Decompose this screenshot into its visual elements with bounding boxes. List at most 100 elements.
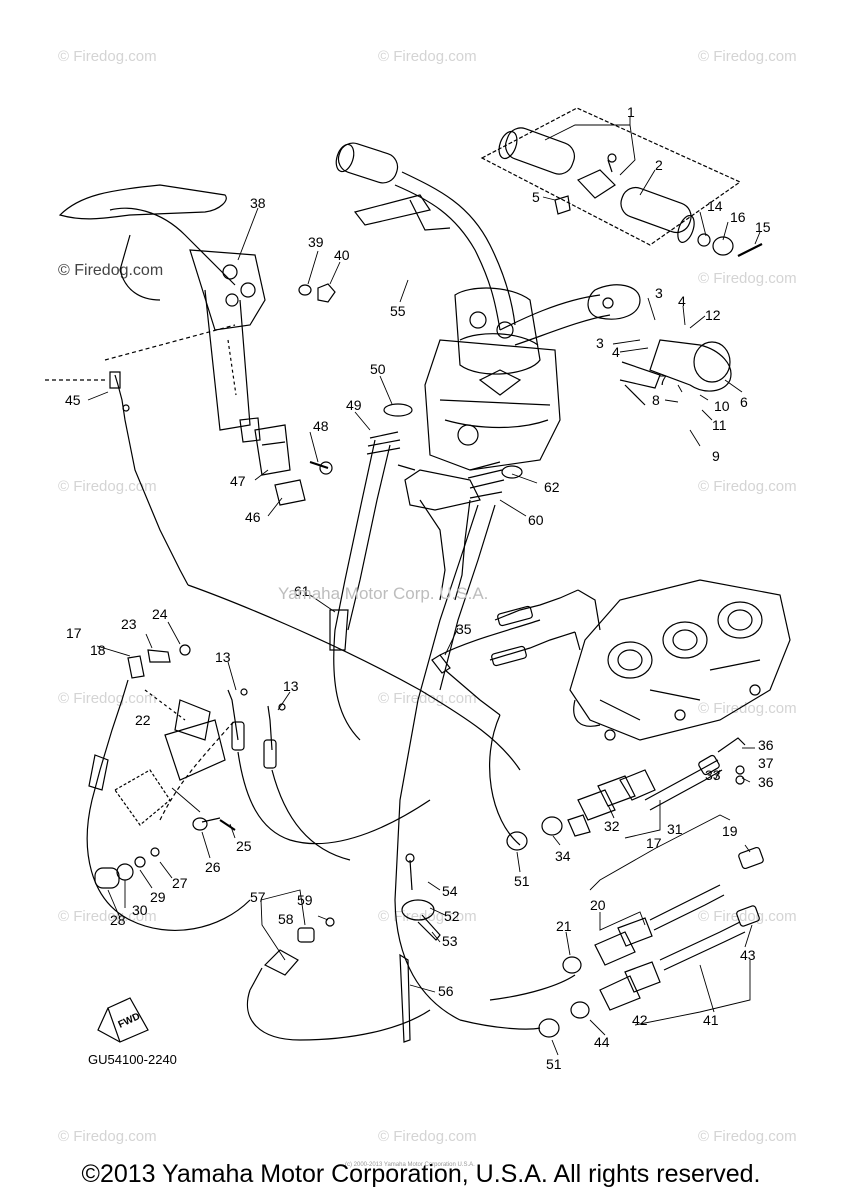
clamp-52-56 [399,853,441,1043]
callout-33: 33 [705,767,721,783]
callout-32: 32 [604,818,620,834]
callout-51: 51 [546,1056,562,1072]
callout-24: 24 [152,606,168,622]
callout-30: 30 [132,902,148,918]
callout-40: 40 [334,247,350,263]
callout-49: 49 [346,397,362,413]
callout-22: 22 [135,712,151,728]
callout-16: 16 [730,209,746,225]
callout-34: 34 [555,848,571,864]
callout-10: 10 [714,398,730,414]
callout-17: 17 [66,625,82,641]
callout-31: 31 [667,821,683,837]
small-watermark: (c) 2000-2013 Yamaha Motor Corporation U… [345,1162,475,1168]
watermark-text: © Firedog.com [378,1128,477,1145]
watermark-text: © Firedog.com [58,690,157,707]
watermark-text: © Firedog.com [58,262,164,279]
cable-35 [431,619,541,846]
callout-46: 46 [245,509,261,525]
callout-35: 35 [456,621,472,637]
callout-6: 6 [740,394,748,410]
callout-41: 41 [703,1012,719,1028]
callout-labels: 1 2 3 3 4 4 5 6 7 8 9 10 11 12 13 13 14 … [65,104,774,1072]
center-watermark: Yamaha Motor Corp. U.S.A. [278,584,489,603]
callout-18: 18 [90,642,106,658]
callout-28: 28 [110,912,126,928]
callout-11: 11 [712,417,727,433]
callout-51: 51 [514,873,530,889]
callout-20: 20 [590,897,606,913]
callout-43: 43 [740,947,756,963]
copyright-footer: ©2013 Yamaha Motor Corporation, U.S.A. A… [81,1160,761,1188]
callout-42: 42 [632,1012,648,1028]
callout-53: 53 [442,933,458,949]
callout-5: 5 [532,189,540,205]
watermark-text: © Firedog.com [698,270,797,287]
callout-21: 21 [556,918,572,934]
callout-14: 14 [707,198,723,214]
handlebar-assembly [335,142,732,601]
watermark-text: © Firedog.com [698,48,797,65]
callout-9: 9 [712,448,720,464]
watermark-text: © Firedog.com [698,478,797,495]
watermark-text: © Firedog.com [378,48,477,65]
callout-58: 58 [278,911,294,927]
callout-1: 1 [627,104,635,120]
callout-39: 39 [308,234,324,250]
drawing-code: GU54100-2240 [88,1052,177,1067]
callout-54: 54 [442,883,458,899]
grip-kit-1-2 [480,107,763,257]
callout-8: 8 [652,392,660,408]
callout-36: 36 [758,737,774,753]
callout-3: 3 [596,335,604,351]
callout-61: 61 [294,583,310,599]
callout-57: 57 [250,889,266,905]
callout-3: 3 [655,285,663,301]
leader-lines [87,117,761,1056]
watermark-text: © Firedog.com [58,478,157,495]
callout-12: 12 [705,307,721,323]
callout-4: 4 [612,344,620,360]
callout-55: 55 [390,303,406,319]
callout-52: 52 [444,908,460,924]
choke-cable-assembly [86,644,251,931]
watermark-text: © Firedog.com [698,908,797,925]
watermark-text: © Firedog.com [58,1128,157,1145]
washer-nut-39-40 [298,283,336,303]
cables-13 [227,688,431,861]
callout-56: 56 [438,983,454,999]
callout-27: 27 [172,875,188,891]
callout-25: 25 [236,838,252,854]
callout-2: 2 [655,157,663,173]
callout-23: 23 [121,616,137,632]
callout-44: 44 [594,1034,610,1050]
watermark-text: © Firedog.com [378,690,477,707]
callout-62: 62 [544,479,560,495]
fittings-31-37 [506,737,746,851]
fittings-17-21 [489,846,764,1001]
bracket-46-47-48 [254,424,333,506]
callout-37: 37 [758,755,774,771]
callout-19: 19 [722,823,738,839]
cable-boots [329,403,523,1021]
callout-29: 29 [150,889,166,905]
callout-13: 13 [283,678,299,694]
callout-60: 60 [528,512,544,528]
callout-13: 13 [215,649,231,665]
callout-47: 47 [230,473,246,489]
carburetor-assembly [489,579,791,741]
fwd-arrow-icon: FWD [97,997,149,1043]
callout-26: 26 [205,859,221,875]
callout-45: 45 [65,392,81,408]
watermark-text: © Firedog.com [698,700,797,717]
callout-59: 59 [297,892,313,908]
watermark-text: © Firedog.com [58,48,157,65]
callout-36: 36 [758,774,774,790]
fitting-57-59 [246,917,431,1041]
fittings-41-44 [459,905,760,1038]
watermark-text: © Firedog.com [698,1128,797,1145]
callout-38: 38 [250,195,266,211]
callout-48: 48 [313,418,329,434]
callout-50: 50 [370,361,386,377]
